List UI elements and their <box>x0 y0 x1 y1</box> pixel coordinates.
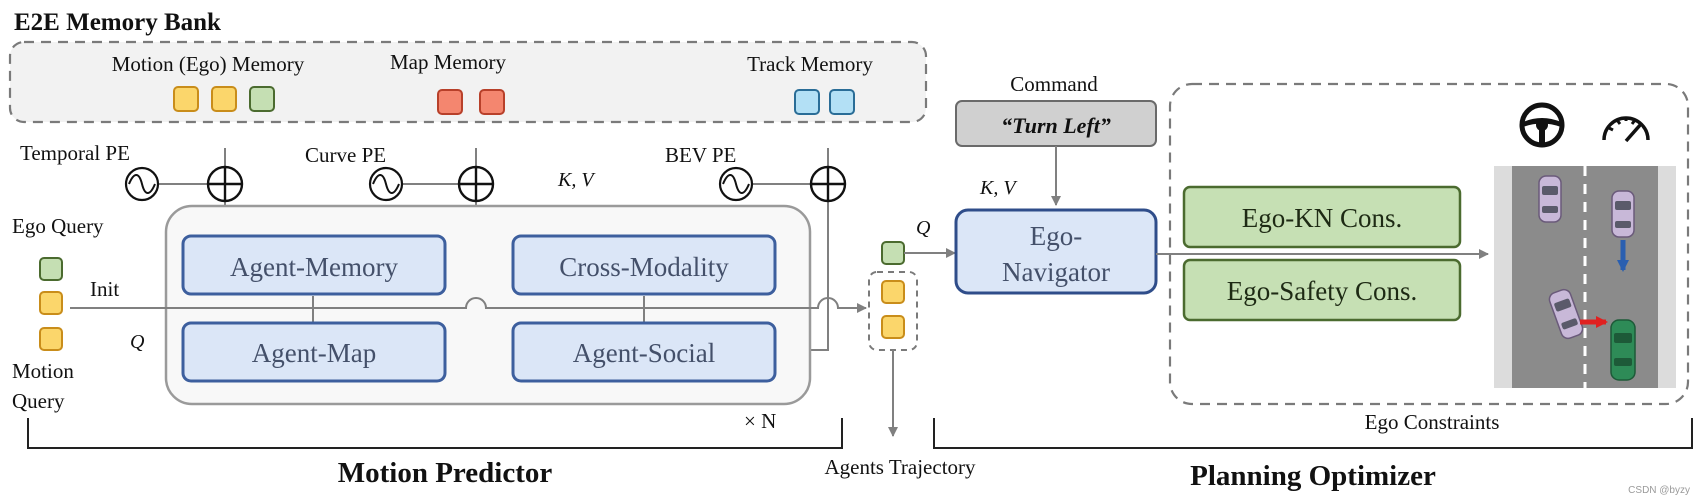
speedometer-icon <box>1602 116 1650 143</box>
map-memory-label: Map Memory <box>390 50 507 74</box>
temporal-pe-label: Temporal PE <box>20 141 130 165</box>
motion-memory-slot <box>211 86 237 112</box>
vehicle <box>1538 175 1562 223</box>
agent-output-token <box>881 280 905 304</box>
agent-map-label: Agent-Map <box>252 338 376 368</box>
motion-predictor-bracket <box>27 418 843 449</box>
agent-social-label: Agent-Social <box>573 338 715 368</box>
ego-navigator-block: Ego- Navigator <box>954 208 1158 295</box>
agent-social-block: Agent-Social <box>511 321 777 383</box>
motion-predictor-label: Motion Predictor <box>338 457 553 489</box>
init-label: Init <box>90 277 119 301</box>
steering-wheel-icon <box>1519 102 1565 148</box>
ego-safety-constraint-block: Ego-Safety Cons. <box>1182 258 1462 322</box>
ego-memory-slot <box>249 86 275 112</box>
ego-vehicle <box>1610 319 1636 381</box>
sine-wave-icon <box>718 166 754 202</box>
agent-memory-block: Agent-Memory <box>181 234 447 296</box>
circled-plus-icon <box>809 165 847 203</box>
sine-wave-icon <box>124 166 160 202</box>
ego-navigator-label-1: Ego- <box>1030 221 1082 251</box>
map-memory-slot <box>437 89 463 115</box>
q-left-label: Q <box>130 331 145 353</box>
motion-memory-slot <box>173 86 199 112</box>
curve-pe-label: Curve PE <box>305 143 386 167</box>
command-label: Command <box>1010 72 1098 96</box>
ego-query-token <box>39 257 63 281</box>
ego-output-token <box>881 241 905 265</box>
watermark: CSDN @byzy <box>1628 485 1690 496</box>
track-memory-label: Track Memory <box>747 52 873 76</box>
ego-constraints-container <box>1168 82 1690 406</box>
motion-memory-label: Motion (Ego) Memory <box>112 52 305 76</box>
planning-optimizer-label: Planning Optimizer <box>1190 460 1436 492</box>
ego-safety-label: Ego-Safety Cons. <box>1227 276 1417 306</box>
kv-left-label: K, V <box>557 169 596 191</box>
planning-optimizer-bracket <box>933 418 1693 449</box>
sine-wave-icon <box>368 166 404 202</box>
cross-modality-block: Cross-Modality <box>511 234 777 296</box>
command-value: “Turn Left” <box>1001 113 1111 138</box>
agent-output-token <box>881 315 905 339</box>
map-memory-slot <box>479 89 505 115</box>
ego-constraints-caption: Ego Constraints <box>1365 410 1500 434</box>
track-memory-slot <box>794 89 820 115</box>
command-box: “Turn Left” <box>955 100 1157 147</box>
agent-memory-label: Agent-Memory <box>230 252 398 282</box>
ego-kn-constraint-block: Ego-KN Cons. <box>1182 185 1462 249</box>
motion-query-label-2: Query <box>12 389 65 413</box>
ego-navigator-label-2: Navigator <box>1002 257 1110 287</box>
title: E2E Memory Bank <box>14 9 221 36</box>
cross-modality-label: Cross-Modality <box>559 252 729 282</box>
kv-right-label: K, V <box>979 177 1018 199</box>
bev-pe-label: BEV PE <box>665 143 736 167</box>
vehicle <box>1548 288 1584 340</box>
agent-map-block: Agent-Map <box>181 321 447 383</box>
motion-query-label-1: Motion <box>12 359 74 383</box>
vehicle <box>1611 190 1635 238</box>
ego-query-label: Ego Query <box>12 214 104 238</box>
q-mid-label: Q <box>916 217 931 239</box>
motion-query-token <box>39 327 63 351</box>
memory-bank-container <box>8 40 928 124</box>
times-n-label: × N <box>744 409 776 433</box>
circled-plus-icon <box>206 165 244 203</box>
agents-trajectory-label: Agents Trajectory <box>824 455 976 479</box>
road-scene-image <box>1494 166 1676 388</box>
track-memory-slot <box>829 89 855 115</box>
circled-plus-icon <box>457 165 495 203</box>
motion-query-token <box>39 291 63 315</box>
ego-kn-label: Ego-KN Cons. <box>1242 203 1403 233</box>
